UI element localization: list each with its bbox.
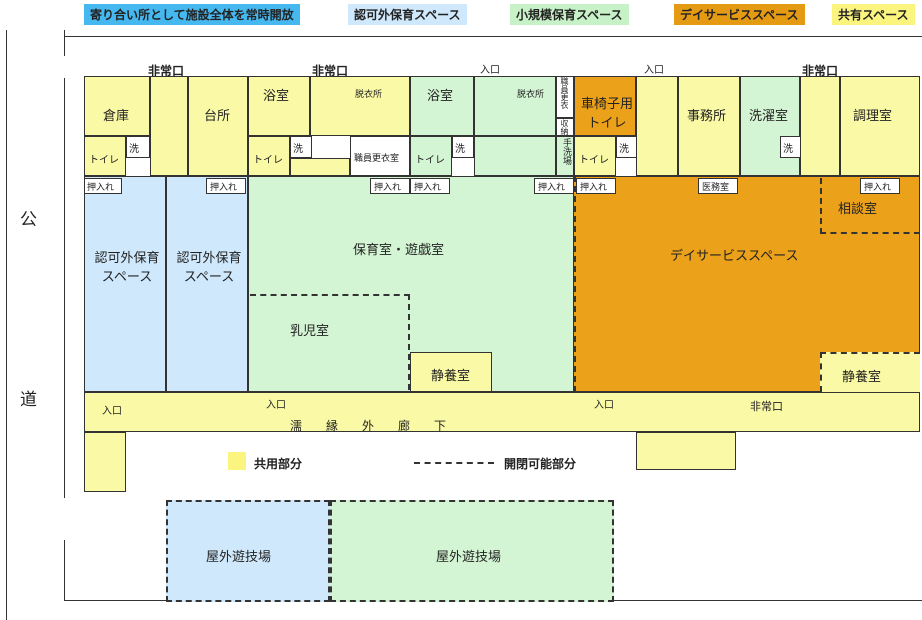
closet-7: 押入れ [860,178,900,194]
staff-changing: 職員更衣室 [350,136,410,176]
openable-line [414,462,494,464]
entrance-left: 入口 [102,406,122,417]
closet-3: 押入れ [370,178,410,194]
exit-3: 非常口 [802,64,839,78]
legend-dayservice: デイサービススペース [674,4,805,25]
corridor-label: 濡 縁 外 廊 下 [290,419,447,433]
road-char-2: 道 [20,390,37,410]
entrance-top-1: 入口 [480,65,500,76]
toilet-3: トイレ [410,136,452,176]
toilet-1: トイレ [84,136,126,176]
changing-1: 脱衣所 [310,76,410,136]
road-line [6,30,7,620]
hall-top-1 [290,158,350,176]
infant-room: 乳児室 [250,294,410,390]
storage-small: 収納 [556,118,574,136]
wheelchair-toilet: 車椅子用トイレ [574,76,636,136]
corridor-right-ext [636,432,736,470]
entrance-top-2: 入口 [644,65,664,76]
outdoor-play-2: 屋外遊技場 [330,500,614,602]
bath-1: 浴室 [248,76,310,136]
wash-5: 洗 [780,136,802,158]
medical-room: 医務室 [698,178,738,194]
corridor-top-c [800,76,840,176]
road-char-1: 公 [20,210,37,230]
cooking-room: 調理室 [840,76,920,176]
fence-left-b [64,540,65,600]
shared-swatch [228,452,246,470]
legend-common: 共有スペース [832,4,915,25]
toilet-4: トイレ [574,136,616,176]
fence-top-v [64,30,65,56]
legend-unlicensed: 認可外保育スペース [348,4,467,25]
office: 事務所 [678,76,740,176]
wash-2: 洗 [290,136,312,158]
corridor-left-ext [84,432,126,492]
corridor-top-a [150,76,188,176]
entrance-right: 入口 [594,400,614,411]
legend-facility-open: 寄り合い所として施設全体を常時開放 [84,4,300,25]
staff-changing-small: 職員更衣 [556,76,574,118]
exit-1: 非常口 [148,64,185,78]
corridor-top-b [636,76,678,176]
outer-corridor [84,392,920,432]
closet-5: 押入れ [534,178,574,194]
storage-room: 倉庫 [84,76,150,136]
bath-2: 浴室 [410,76,474,136]
changing-2: 脱衣所 [474,76,556,136]
play-room: 保育室・遊戯室 [248,176,574,392]
closet-6: 押入れ [576,178,616,194]
openable-legend-label: 開閉可能部分 [504,457,577,471]
handwash: 手洗場 [556,136,574,176]
fence-left [64,78,65,498]
exit-2: 非常口 [312,64,349,78]
shared-legend-label: 共用部分 [254,457,303,471]
closet-4: 押入れ [410,178,450,194]
wash-3: 洗 [452,136,474,158]
exit-4: 非常口 [750,400,783,413]
closet-2: 押入れ [206,178,246,194]
wash-1: 洗 [126,136,150,158]
fence-top-h [64,36,922,37]
hall-top-2 [474,136,556,176]
wash-4: 洗 [616,136,638,158]
consult-room: 相談室 [820,178,920,234]
closet-1: 押入れ [84,178,122,194]
rest-room-1: 静養室 [410,352,492,392]
outdoor-play-1: 屋外遊技場 [166,500,330,602]
entrance-mid: 入口 [266,400,286,411]
unlicensed-space-1: 認可外保育スペース [84,176,166,392]
legend-small: 小規模保育スペース [510,4,629,25]
rest-room-2: 静養室 [820,352,920,392]
toilet-2: トイレ [248,136,290,176]
kitchen: 台所 [188,76,248,176]
laundry: 洗濯室 [740,76,800,176]
unlicensed-space-2: 認可外保育スペース [166,176,248,392]
